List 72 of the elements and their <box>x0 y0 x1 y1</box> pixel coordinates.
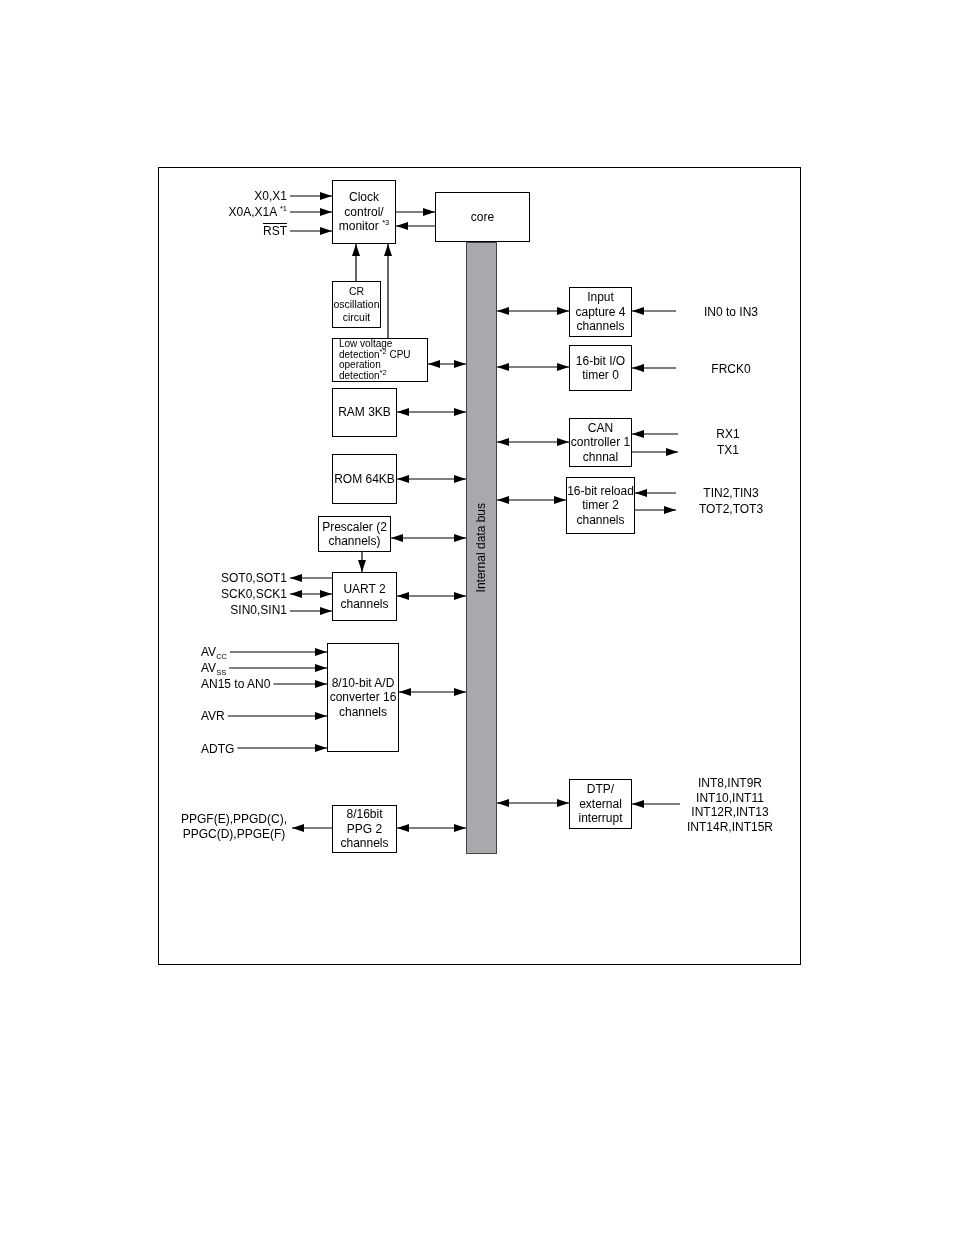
arrow <box>631 448 679 456</box>
function-block: RAM 3KB <box>332 388 397 437</box>
double-arrow <box>427 360 467 368</box>
double-arrow <box>496 363 570 371</box>
function-block: CAN controller 1 chnnal <box>569 418 632 467</box>
bus-label: Internal data bus <box>474 503 489 593</box>
function-block: 16-bit I/O timer 0 <box>569 345 632 391</box>
arrow <box>272 680 328 688</box>
function-block: UART 2 channels <box>332 572 397 621</box>
arrow <box>352 243 360 282</box>
arrow <box>236 744 328 752</box>
function-block: Prescaler (2 channels) <box>318 516 391 552</box>
arrow <box>227 712 328 720</box>
signal-label: RST <box>200 224 290 238</box>
double-arrow <box>396 824 467 832</box>
signal-label: AV$_{CC}$ <box>198 645 230 660</box>
arrow <box>229 648 328 656</box>
arrow <box>631 307 677 315</box>
arrow <box>358 551 366 573</box>
function-block: Input capture 4 channels <box>569 287 632 337</box>
function-block: Low voltage detection$^{*2}$ CPU operation detection$^{*2}$ <box>332 338 428 382</box>
arrow <box>395 222 436 230</box>
arrow <box>228 664 328 672</box>
signal-label: INT8,INT9R INT10,INT11 INT12R,INT13 INT14R,INT15R <box>680 776 780 836</box>
double-arrow <box>390 534 467 542</box>
arrow <box>289 607 333 615</box>
signal-label: AVR <box>198 709 228 723</box>
signal-label: SIN0,SIN1 <box>180 603 290 617</box>
double-arrow <box>496 799 570 807</box>
function-block: Clock control/ monitor $^{*3}$ <box>332 180 396 244</box>
arrow <box>395 208 436 216</box>
signal-label: X0A,X1A $^{*1}$ <box>200 205 290 219</box>
function-block: DTP/ external interrupt <box>569 779 632 829</box>
signal-label: TOT2,TOT3 <box>676 502 786 516</box>
signal-label: X0,X1 <box>200 189 290 203</box>
arrow <box>289 208 333 216</box>
signal-label: TX1 <box>678 443 778 457</box>
double-arrow <box>289 590 333 598</box>
signal-label: SCK0,SCK1 <box>180 587 290 601</box>
double-arrow <box>496 307 570 315</box>
arrow <box>289 227 333 235</box>
double-arrow <box>396 408 467 416</box>
signal-label: ADTG <box>198 742 238 756</box>
signal-label: IN0 to IN3 <box>676 305 786 319</box>
double-arrow <box>398 688 467 696</box>
data-bus-bar <box>466 242 497 854</box>
signal-label: FRCK0 <box>676 362 786 376</box>
signal-label: RX1 <box>678 427 778 441</box>
arrow <box>631 364 677 372</box>
function-block: 8/10-bit A/D converter 16 channels <box>327 643 399 752</box>
arrow <box>291 824 333 832</box>
signal-label: PPGF(E),PPGD(C), PPGC(D),PPGE(F) <box>176 812 292 842</box>
double-arrow <box>496 496 567 504</box>
arrow <box>289 192 333 200</box>
arrow <box>631 430 679 438</box>
double-arrow <box>396 475 467 483</box>
arrow <box>634 506 677 514</box>
signal-label: SOT0,SOT1 <box>180 571 290 585</box>
double-arrow <box>396 592 467 600</box>
function-block: 16-bit reload timer 2 channels <box>566 477 635 534</box>
signal-label: TIN2,TIN3 <box>676 486 786 500</box>
signal-label: AV$_{SS}$ <box>198 661 230 676</box>
function-block: ROM 64KB <box>332 454 397 504</box>
function-block: 8/16bit PPG 2 channels <box>332 805 397 853</box>
arrow <box>289 574 333 582</box>
function-block: core <box>435 192 530 242</box>
double-arrow <box>496 438 570 446</box>
signal-label: AN15 to AN0 <box>198 677 274 691</box>
arrow <box>384 243 392 339</box>
arrow <box>631 800 681 808</box>
arrow <box>634 489 677 497</box>
function-block: CR oscillation circuit <box>332 281 381 328</box>
